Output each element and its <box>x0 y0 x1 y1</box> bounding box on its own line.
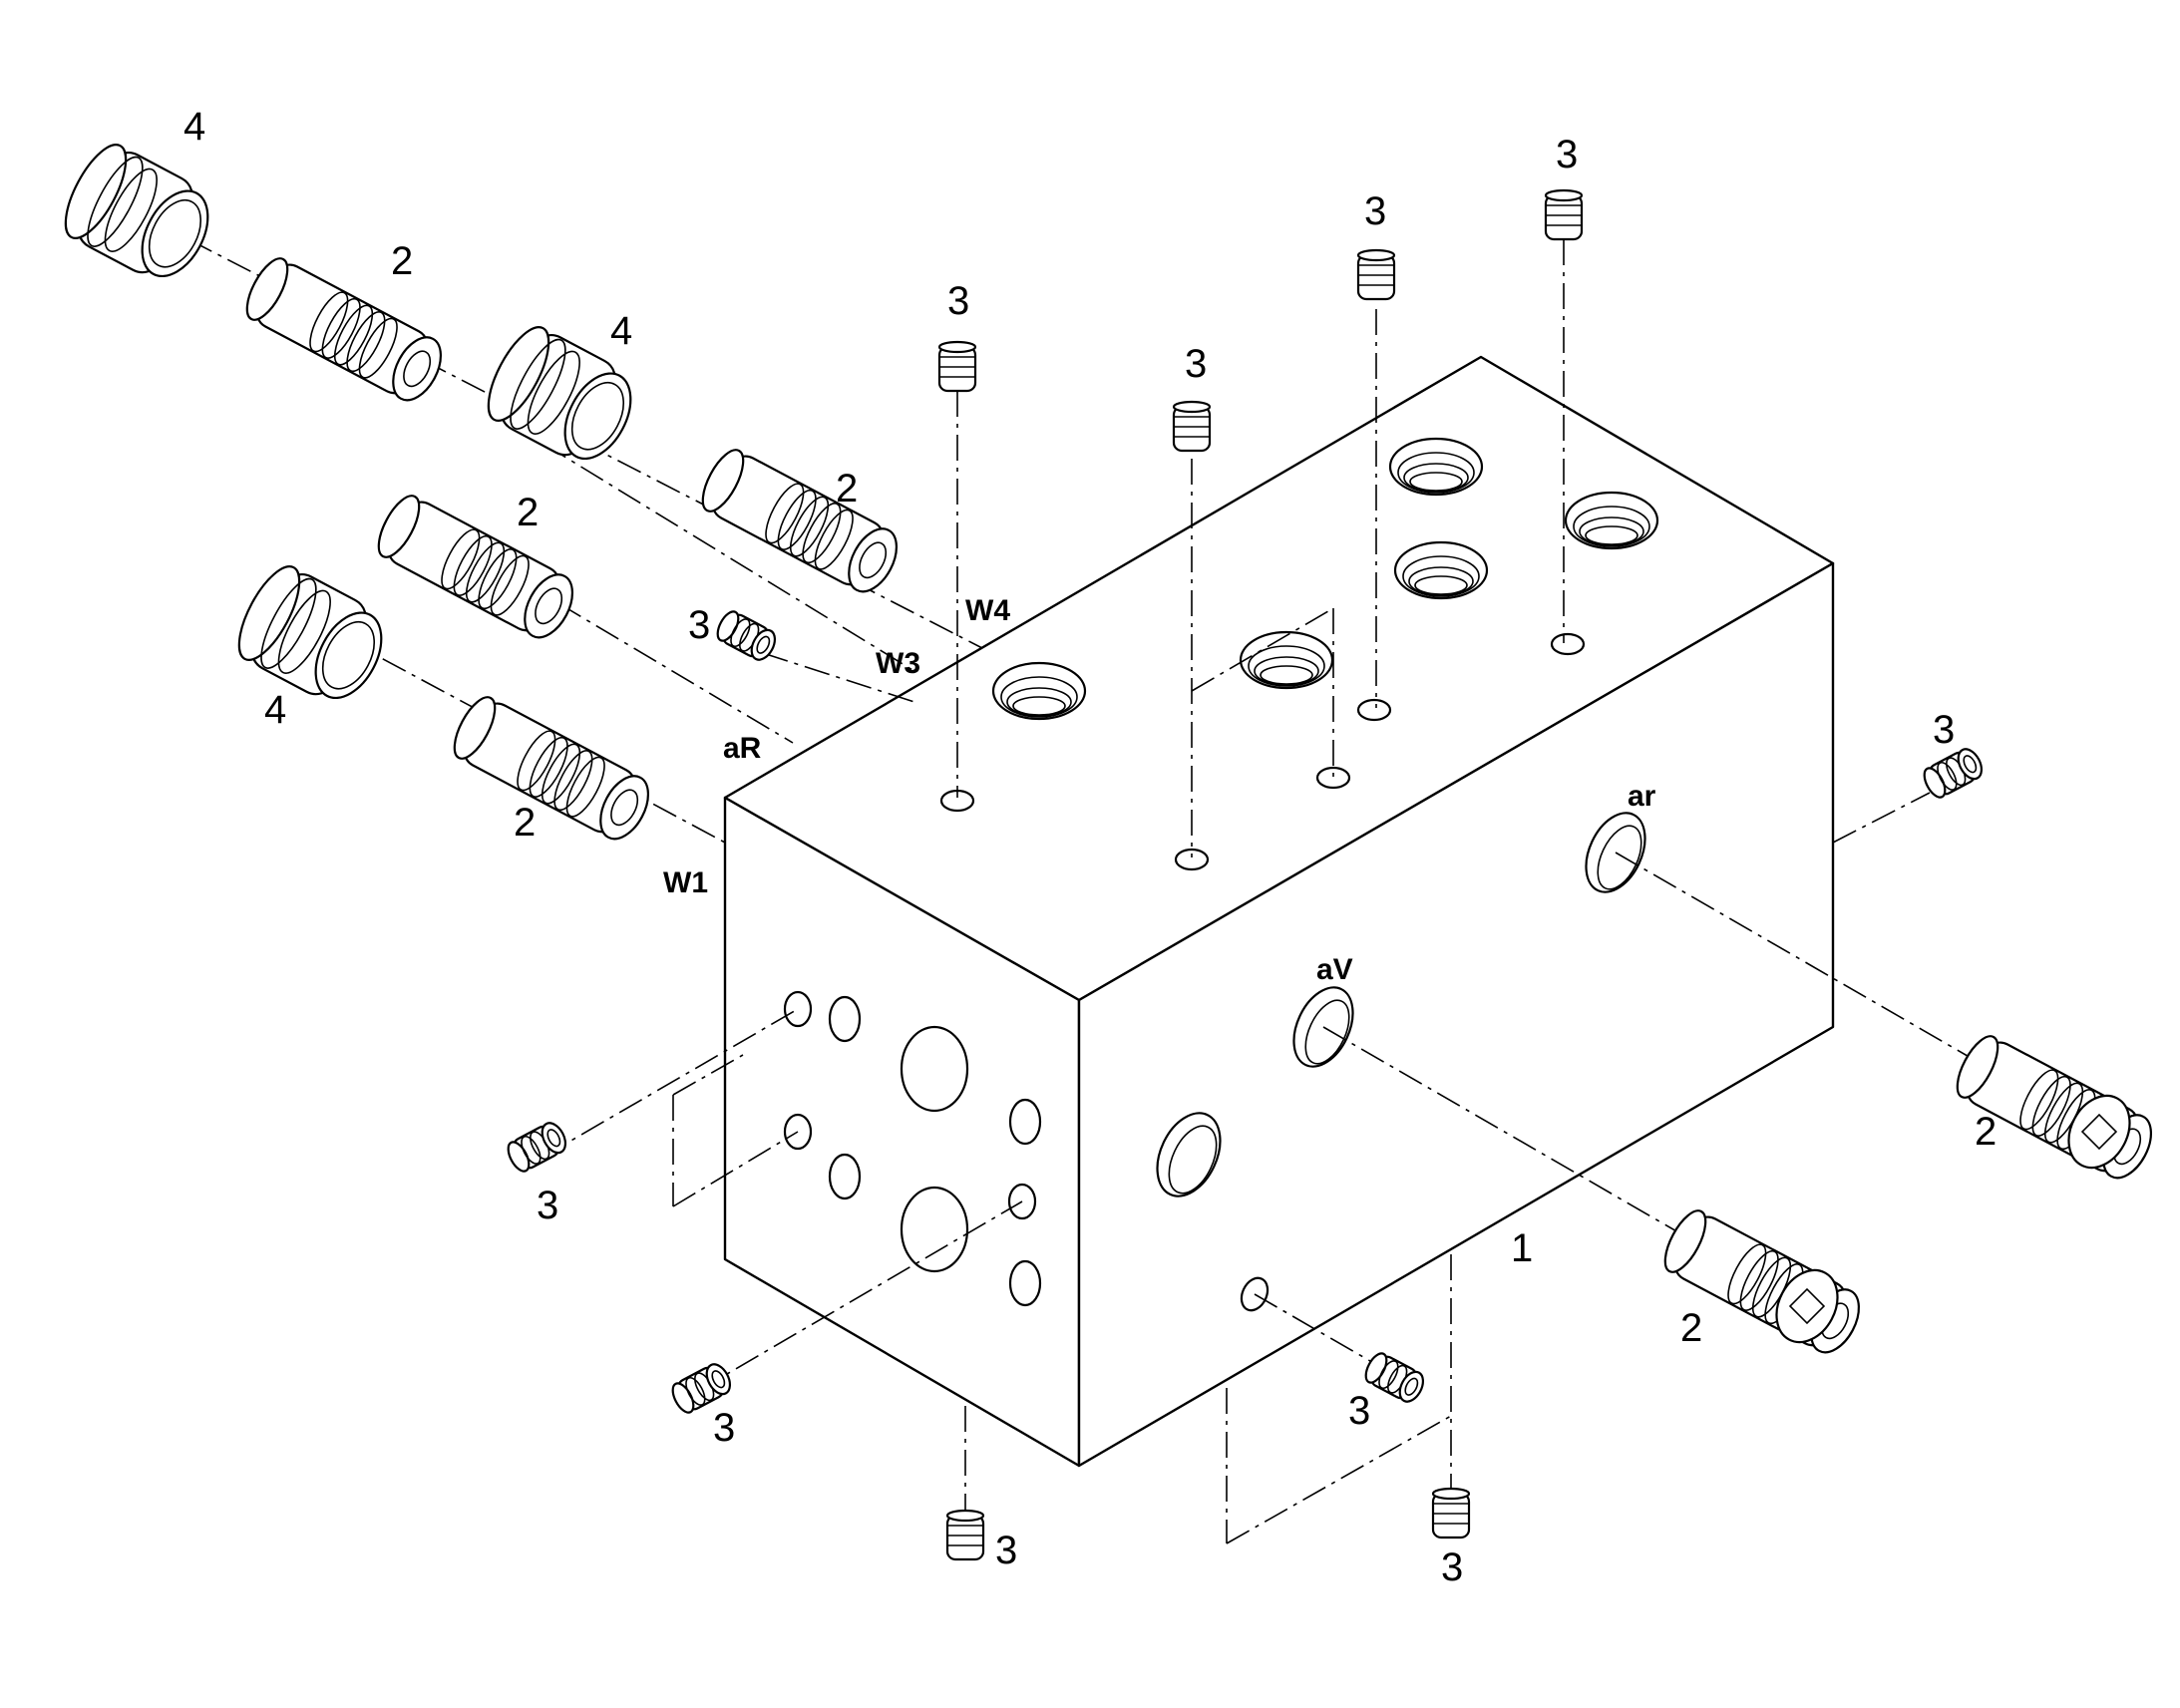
callout-4-middle: 4 <box>610 309 632 353</box>
port-label-W1: W1 <box>663 866 708 899</box>
callout-2-upper: 2 <box>391 239 413 283</box>
callout-2-aV: 2 <box>1680 1306 1702 1350</box>
screw-plug-w1 <box>445 690 659 849</box>
grub-plug-top-4 <box>1544 188 1584 241</box>
port-label-aV: aV <box>1316 953 1353 986</box>
top-face-bores <box>939 437 1659 871</box>
port-labels: W4 W3 aR W1 ar aV <box>663 594 1656 986</box>
body-right-face <box>1077 561 1835 1468</box>
callout-3-top-1: 3 <box>947 279 969 323</box>
callout-4-top-left: 4 <box>183 105 205 149</box>
callout-2-w3: 2 <box>517 491 539 534</box>
screw-plug-w4 <box>693 443 908 601</box>
callout-3-right-lower: 3 <box>1348 1389 1370 1433</box>
callout-3-bottom-2: 3 <box>1441 1545 1463 1589</box>
callout-3-w3: 3 <box>688 603 710 647</box>
right-face-holes <box>1156 812 1646 1312</box>
right-face-large-bore <box>1156 1112 1222 1197</box>
grub-plug-right <box>1919 744 1988 802</box>
callout-2-w1: 2 <box>514 801 536 845</box>
grub-plug-top-3 <box>1356 248 1396 301</box>
callout-3-front-lower: 3 <box>713 1406 735 1450</box>
screw-plug-upper <box>237 251 452 410</box>
callout-4-lower-left: 4 <box>264 688 286 732</box>
callout-labels: 4 2 4 2 2 4 2 3 3 3 3 3 3 2 1 2 3 3 3 3 … <box>183 105 1997 1589</box>
callout-1-body: 1 <box>1511 1226 1533 1270</box>
callout-3-top-3: 3 <box>1364 189 1386 233</box>
port-label-ar: ar <box>1628 780 1656 813</box>
grub-plug-top-2 <box>1172 400 1212 453</box>
callout-3-right: 3 <box>1933 708 1955 752</box>
orifice-plug-top-left <box>52 135 225 294</box>
grub-plug-top-1 <box>937 340 977 393</box>
callout-3-front-upper: 3 <box>537 1184 558 1227</box>
grub-plug-right-lower <box>1360 1349 1429 1407</box>
orifice-plug-lower-left <box>225 556 399 716</box>
screw-plug-aV <box>1655 1203 1870 1362</box>
valve-body <box>723 355 1835 1468</box>
callout-3-top-4: 3 <box>1556 133 1578 176</box>
screw-plug-w3 <box>369 489 583 647</box>
grub-plug-bottom-1 <box>945 1509 985 1561</box>
callout-2-w4: 2 <box>836 467 858 511</box>
port-label-W3: W3 <box>876 647 920 680</box>
port-label-aR: aR <box>723 732 762 765</box>
grub-plug-bottom-2 <box>1431 1487 1471 1539</box>
grub-plug-front-upper <box>503 1118 571 1176</box>
callout-3-bottom-1: 3 <box>995 1529 1017 1572</box>
port-label-W4: W4 <box>965 594 1010 627</box>
callout-2-ar: 2 <box>1975 1110 1997 1154</box>
front-face-holes <box>783 990 1042 1307</box>
callout-3-top-2: 3 <box>1185 342 1207 386</box>
screw-plug-ar <box>1948 1029 2162 1188</box>
